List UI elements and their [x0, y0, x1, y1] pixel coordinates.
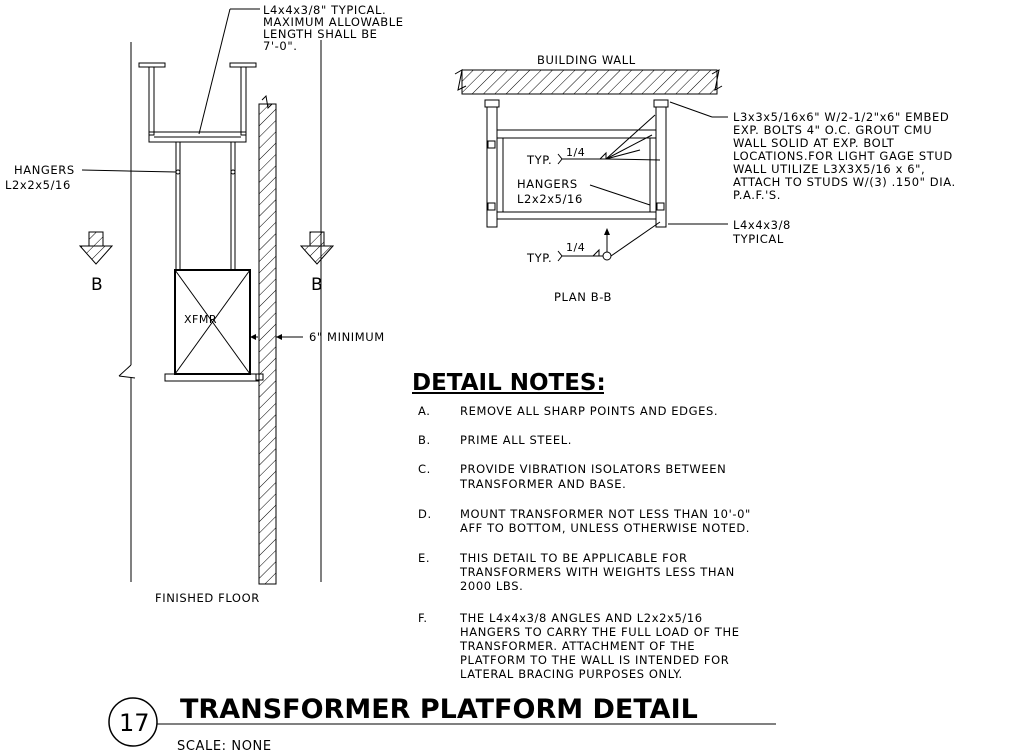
hangers-note: HANGERS L2x2x5/16	[5, 163, 177, 192]
detail-title-block: 17 TRANSFORMER PLATFORM DETAIL SCALE: NO…	[108, 694, 776, 754]
note-letter-b: B.	[418, 433, 431, 447]
minimum-dim-label: 6" MINIMUM	[309, 330, 385, 344]
minimum-clearance-dim: 6" MINIMUM	[250, 330, 385, 344]
steel-beam	[138, 62, 257, 143]
building-wall-label: BUILDING WALL	[537, 53, 636, 67]
section-letter-right: B	[311, 275, 323, 295]
angle-note: L4x4x3/8" TYPICAL. MAXIMUM ALLOWABLE LEN…	[198, 3, 404, 135]
platform-frame	[484, 99, 669, 228]
angle-note-line-2: MAXIMUM ALLOWABLE	[263, 15, 404, 29]
plan-hangers-note: HANGERS L2x2x5/16	[517, 177, 651, 206]
plan-hangers-line-1: HANGERS	[517, 177, 578, 191]
embed-bolt-note: L3x3x5/16x6" W/2-1/2"x6" EMBED EXP. BOLT…	[669, 101, 956, 202]
note-d-line-1: MOUNT TRANSFORMER NOT LESS THAN 10'-0"	[460, 507, 751, 521]
embed-note-line-7: P.A.F.'S.	[733, 188, 781, 202]
angle-note-line-1: L4x4x3/8" TYPICAL.	[263, 3, 386, 17]
typ-bottom-label: TYP.	[526, 251, 552, 265]
transformer-box: XFMR	[164, 269, 264, 382]
embed-note-line-2: EXP. BOLTS 4" O.C. GROUT CMU	[733, 123, 932, 137]
embed-note-line-4: LOCATIONS.FOR LIGHT GAGE STUD	[733, 149, 953, 163]
embed-note-line-5: WALL UTILIZE L3X3X5/16 x 6",	[733, 162, 925, 176]
xfmr-label: XFMR	[184, 313, 217, 326]
note-b-line-1: PRIME ALL STEEL.	[460, 433, 572, 447]
section-letter-left: B	[91, 275, 103, 295]
note-letter-c: C.	[418, 462, 431, 476]
structural-column	[118, 40, 322, 582]
plan-angle-line-1: L4x4x3/8	[733, 218, 791, 232]
note-f-line-1: THE L4x4x3/8 ANGLES AND L2x2x5/16	[459, 611, 703, 625]
detail-notes: DETAIL NOTES: A. REMOVE ALL SHARP POINTS…	[412, 370, 751, 681]
detail-scale: SCALE: NONE	[177, 739, 272, 754]
detail-number-bubble	[108, 697, 158, 747]
plan-angle-note: L4x4x3/8 TYPICAL	[668, 218, 791, 246]
note-f-line-4: PLATFORM TO THE WALL IS INTENDED FOR	[460, 653, 729, 667]
elevation-view: XFMR 6" MINIMUM L4x4x3/8" TYPICAL. MAXIM…	[5, 3, 404, 605]
note-f-line-2: HANGERS TO CARRY THE FULL LOAD OF THE	[460, 625, 740, 639]
section-marker-left: B	[78, 231, 114, 295]
embed-note-line-6: ATTACH TO STUDS W/(3) .150" DIA.	[733, 175, 956, 189]
angle-note-line-4: 7'-0".	[263, 39, 298, 53]
building-wall	[461, 69, 718, 95]
detail-title: TRANSFORMER PLATFORM DETAIL	[180, 694, 698, 725]
weld-bottom-size: 1/4	[566, 241, 585, 254]
embed-note-line-1: L3x3x5/16x6" W/2-1/2"x6" EMBED	[733, 110, 949, 124]
weld-top-size: 1/4	[566, 146, 585, 159]
embed-note-line-3: WALL SOLID AT EXP. BOLT	[733, 136, 895, 150]
hangers-label-line-2: L2x2x5/16	[5, 178, 71, 192]
note-d-line-2: AFF TO BOTTOM, UNLESS OTHERWISE NOTED.	[460, 521, 750, 535]
note-letter-d: D.	[418, 507, 432, 521]
typ-top-label: TYP.	[526, 153, 552, 167]
note-letter-f: F.	[418, 611, 428, 625]
weld-symbol-bottom: TYP. 1/4	[526, 221, 661, 265]
note-letter-a: A.	[418, 404, 431, 418]
note-e-line-3: 2000 LBS.	[460, 579, 523, 593]
note-e-line-1: THIS DETAIL TO BE APPLICABLE FOR	[459, 551, 688, 565]
plan-view: BUILDING WALL TYP. 1/4	[454, 53, 956, 304]
note-a-line-1: REMOVE ALL SHARP POINTS AND EDGES.	[460, 404, 718, 418]
hanger-rods	[175, 142, 236, 270]
plan-title: PLAN B-B	[554, 290, 612, 304]
note-e-line-2: TRANSFORMERS WITH WEIGHTS LESS THAN	[459, 565, 735, 579]
note-c-line-2: TRANSFORMER AND BASE.	[459, 477, 626, 491]
detail-number: 17	[119, 709, 150, 737]
wall	[258, 94, 277, 585]
finished-floor-label: FINISHED FLOOR	[155, 591, 260, 605]
note-letter-e: E.	[418, 551, 430, 565]
hangers-label-line-1: HANGERS	[14, 163, 75, 177]
note-f-line-3: TRANSFORMER. ATTACHMENT OF THE	[459, 639, 695, 653]
angle-note-line-3: LENGTH SHALL BE	[263, 27, 378, 41]
notes-heading: DETAIL NOTES:	[412, 370, 606, 396]
note-f-line-5: LATERAL BRACING PURPOSES ONLY.	[460, 667, 683, 681]
weld-symbol-top: TYP. 1/4	[526, 114, 661, 167]
plan-hangers-line-2: L2x2x5/16	[517, 192, 583, 206]
section-marker-right: B	[299, 231, 335, 295]
plan-angle-line-2: TYPICAL	[732, 232, 784, 246]
note-c-line-1: PROVIDE VIBRATION ISOLATORS BETWEEN	[460, 462, 726, 476]
